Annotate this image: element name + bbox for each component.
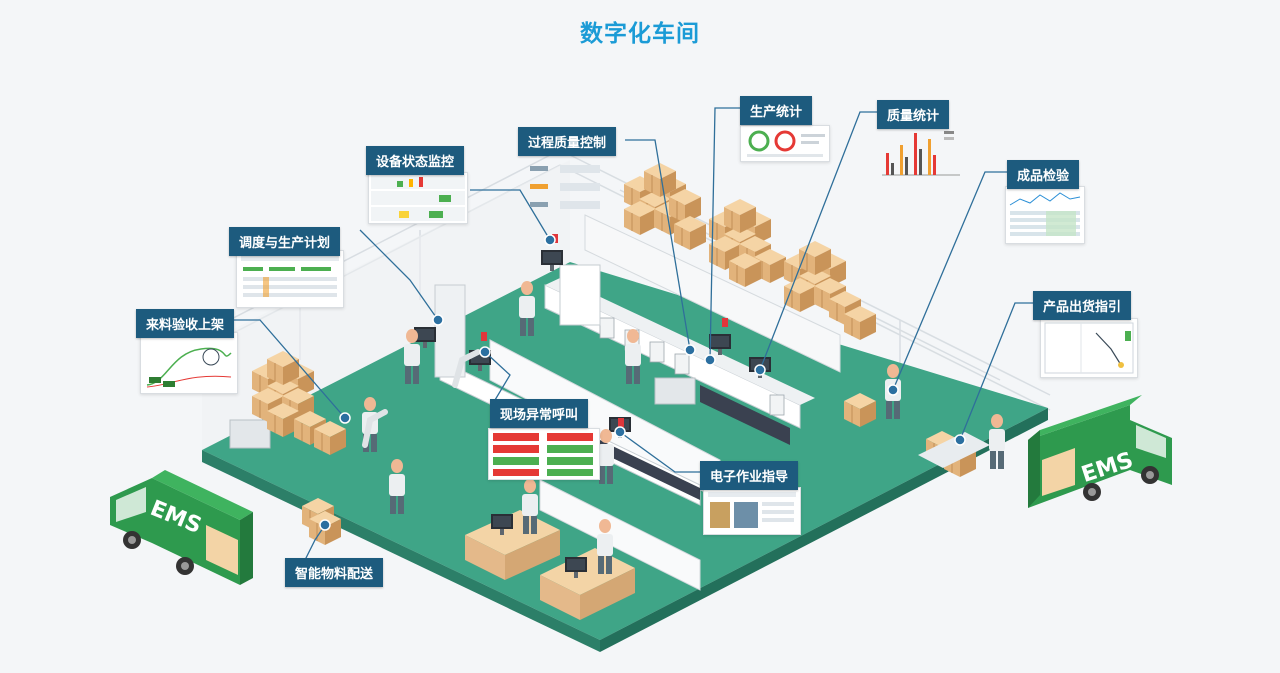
- callout-dots: [319, 234, 966, 531]
- ems-truck-right: EMS: [1028, 395, 1172, 508]
- label-scheduling-plan[interactable]: 调度与生产计划: [229, 227, 341, 256]
- storage-racks: [229, 264, 696, 449]
- label-andon-call[interactable]: 现场异常呼叫: [490, 399, 589, 428]
- production-stats-thumb: [740, 125, 830, 162]
- process-quality-thumb: [525, 160, 605, 215]
- label-incoming-inspection[interactable]: 来料验收上架: [136, 309, 235, 338]
- robot-arm: [362, 349, 481, 448]
- label-equipment-monitor[interactable]: 设备状态监控: [366, 146, 465, 175]
- label-material-delivery[interactable]: 智能物料配送: [285, 558, 384, 587]
- label-work-instruction[interactable]: 电子作业指导: [700, 461, 799, 490]
- quality-stats-thumb: [880, 125, 962, 177]
- callout-lines: [230, 107, 1033, 571]
- label-finished-inspection[interactable]: 成品检验: [1007, 160, 1080, 189]
- label-quality-stats[interactable]: 质量统计: [877, 100, 950, 129]
- work-instruction-thumb: [703, 487, 801, 535]
- incoming-inspection-thumb: [140, 332, 238, 394]
- shipping-guide-thumb: [1040, 318, 1138, 378]
- page-title: 数字化车间: [580, 21, 700, 47]
- label-shipping-guide[interactable]: 产品出货指引: [1033, 291, 1132, 320]
- label-production-stats[interactable]: 生产统计: [740, 96, 813, 125]
- partition-walls: [489, 214, 841, 591]
- scheduling-plan-thumb: [236, 250, 344, 308]
- conveyor-lines: [439, 278, 815, 506]
- andon-call-thumb: [488, 428, 600, 480]
- equipment-monitor-thumb: [368, 172, 468, 224]
- label-process-quality[interactable]: 过程质量控制: [518, 127, 617, 156]
- finished-inspection-thumb: [1005, 186, 1085, 244]
- ems-truck-left: EMS: [110, 470, 253, 585]
